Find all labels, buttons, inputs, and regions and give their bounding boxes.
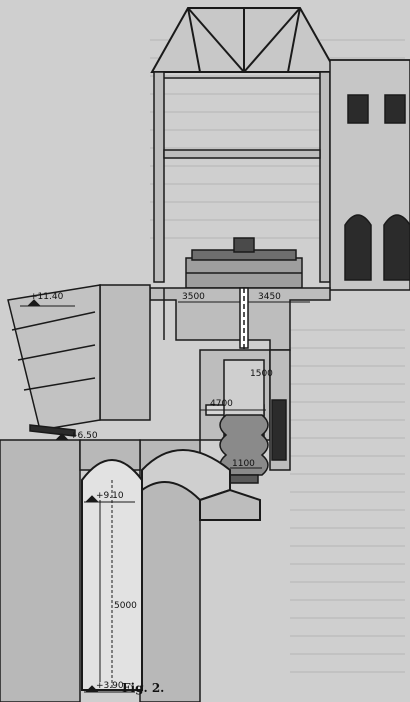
elev-lower: +6.50 (70, 431, 98, 441)
adjacent-building (329, 59, 410, 291)
intake-channel (7, 284, 101, 437)
roof-truss (150, 7, 338, 73)
window-upper-right (384, 94, 406, 124)
dim-bottom-label: 1100 (232, 459, 255, 469)
dim-tunnel-label: 5000 (114, 601, 137, 611)
elevation-markers (20, 299, 135, 693)
elev-head-water: +11.40 (30, 292, 64, 302)
window-upper-left (347, 94, 369, 124)
dim-right-label: 3450 (258, 292, 281, 302)
generator (185, 237, 303, 289)
dimension-lines (99, 301, 310, 682)
window-arched-left (344, 214, 372, 281)
elev-tunnel-top: +9.10 (96, 491, 124, 501)
window-arched-right (383, 214, 410, 281)
tailrace-tunnel (81, 449, 261, 691)
turbine-casing (219, 414, 269, 484)
figure-caption: Fig. 2. (122, 681, 164, 695)
dim-draft-label: 4700 (210, 399, 233, 409)
background-text-texture (150, 39, 405, 673)
elev-tunnel-floor: +3.90 (96, 681, 124, 691)
gate-mechanism (271, 399, 287, 461)
machine-hall-walls (153, 71, 331, 283)
dim-left-label: 3500 (182, 292, 205, 302)
ground-section (0, 439, 201, 702)
dim-shaft-label: 1500 (250, 369, 273, 379)
